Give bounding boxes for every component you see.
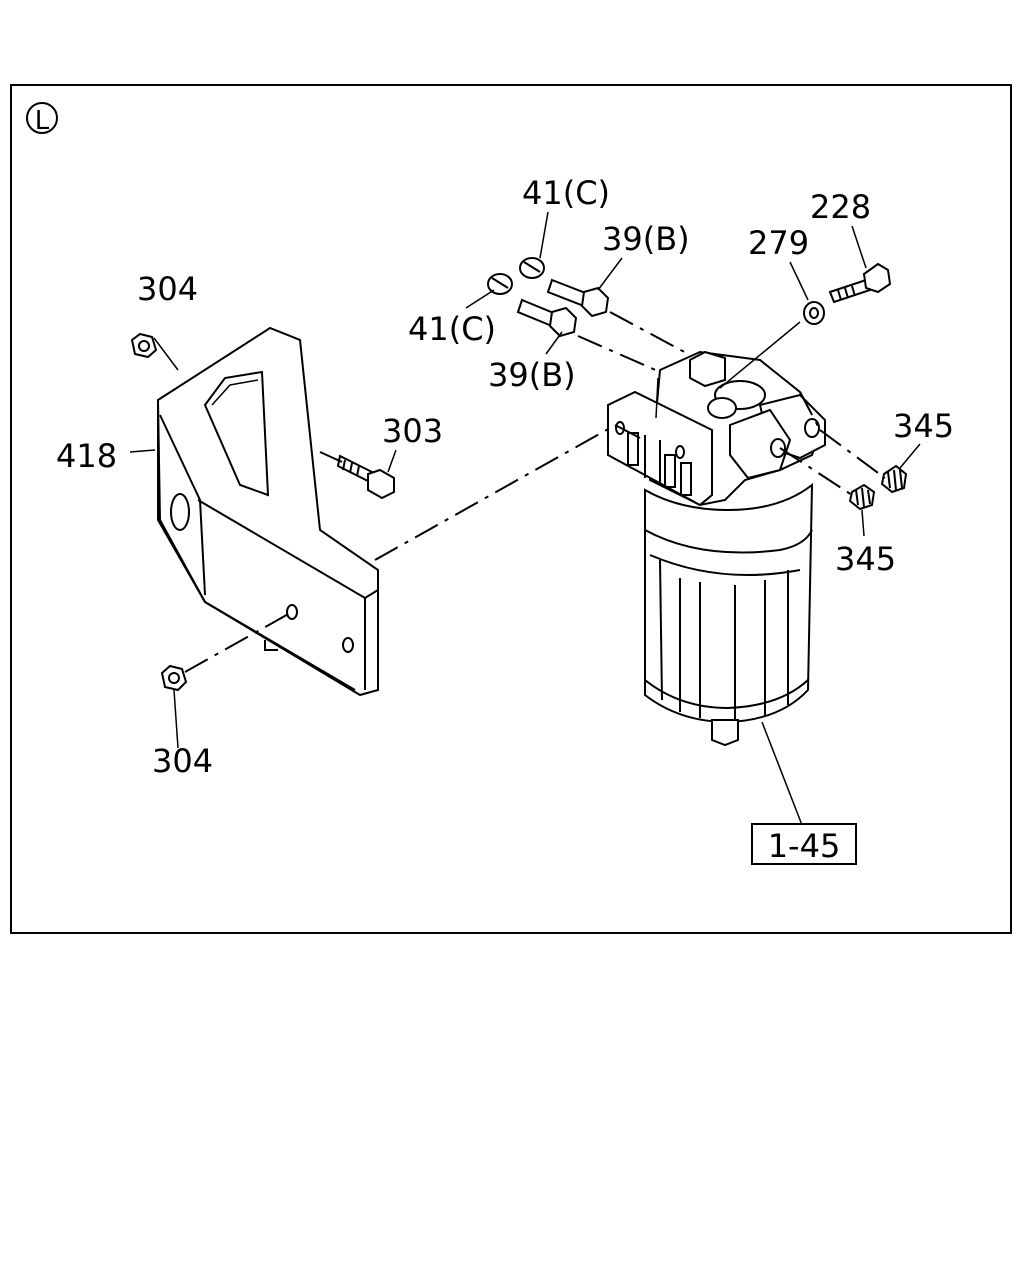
washer-279 — [803, 301, 825, 325]
hose-clamp-41c-top — [519, 257, 545, 279]
assembly-lines — [184, 311, 886, 673]
callout-41c-mid: 41(C) — [408, 310, 496, 348]
bracket-418 — [156, 326, 379, 697]
callout-labels: 304 418 303 304 41(C) 41(C) 39(B) 39(B) … — [56, 174, 954, 865]
view-marker: L — [26, 102, 58, 136]
callout-279: 279 — [748, 224, 809, 262]
callout-345-lower: 345 — [835, 540, 896, 578]
fitting-39b-top — [546, 278, 610, 318]
diagram-frame — [10, 84, 1012, 934]
plug-345-lower — [848, 483, 876, 511]
plug-345-right — [880, 464, 908, 494]
callout-345-right: 345 — [893, 407, 954, 445]
nut-304-bottom — [160, 664, 188, 692]
bolt-303 — [336, 454, 395, 500]
callout-39b-top: 39(B) — [602, 220, 690, 258]
callout-228: 228 — [810, 188, 871, 226]
bolt-228 — [828, 262, 892, 304]
fuel-filter-assembly — [607, 350, 826, 747]
callout-1-45: 1-45 — [768, 827, 841, 865]
callout-303: 303 — [382, 412, 443, 450]
view-marker-label: L — [35, 106, 50, 136]
callout-1-45-box — [751, 823, 857, 865]
callout-304-top: 304 — [137, 270, 198, 308]
fitting-39b-mid — [516, 298, 578, 338]
leader-lines — [129, 211, 921, 826]
hose-clamp-41c-mid — [487, 273, 513, 295]
nut-304-top — [130, 332, 158, 359]
callout-41c-top: 41(C) — [522, 174, 610, 212]
callout-39b-mid: 39(B) — [488, 356, 576, 394]
callout-304-bottom: 304 — [152, 742, 213, 780]
callout-418: 418 — [56, 437, 117, 475]
